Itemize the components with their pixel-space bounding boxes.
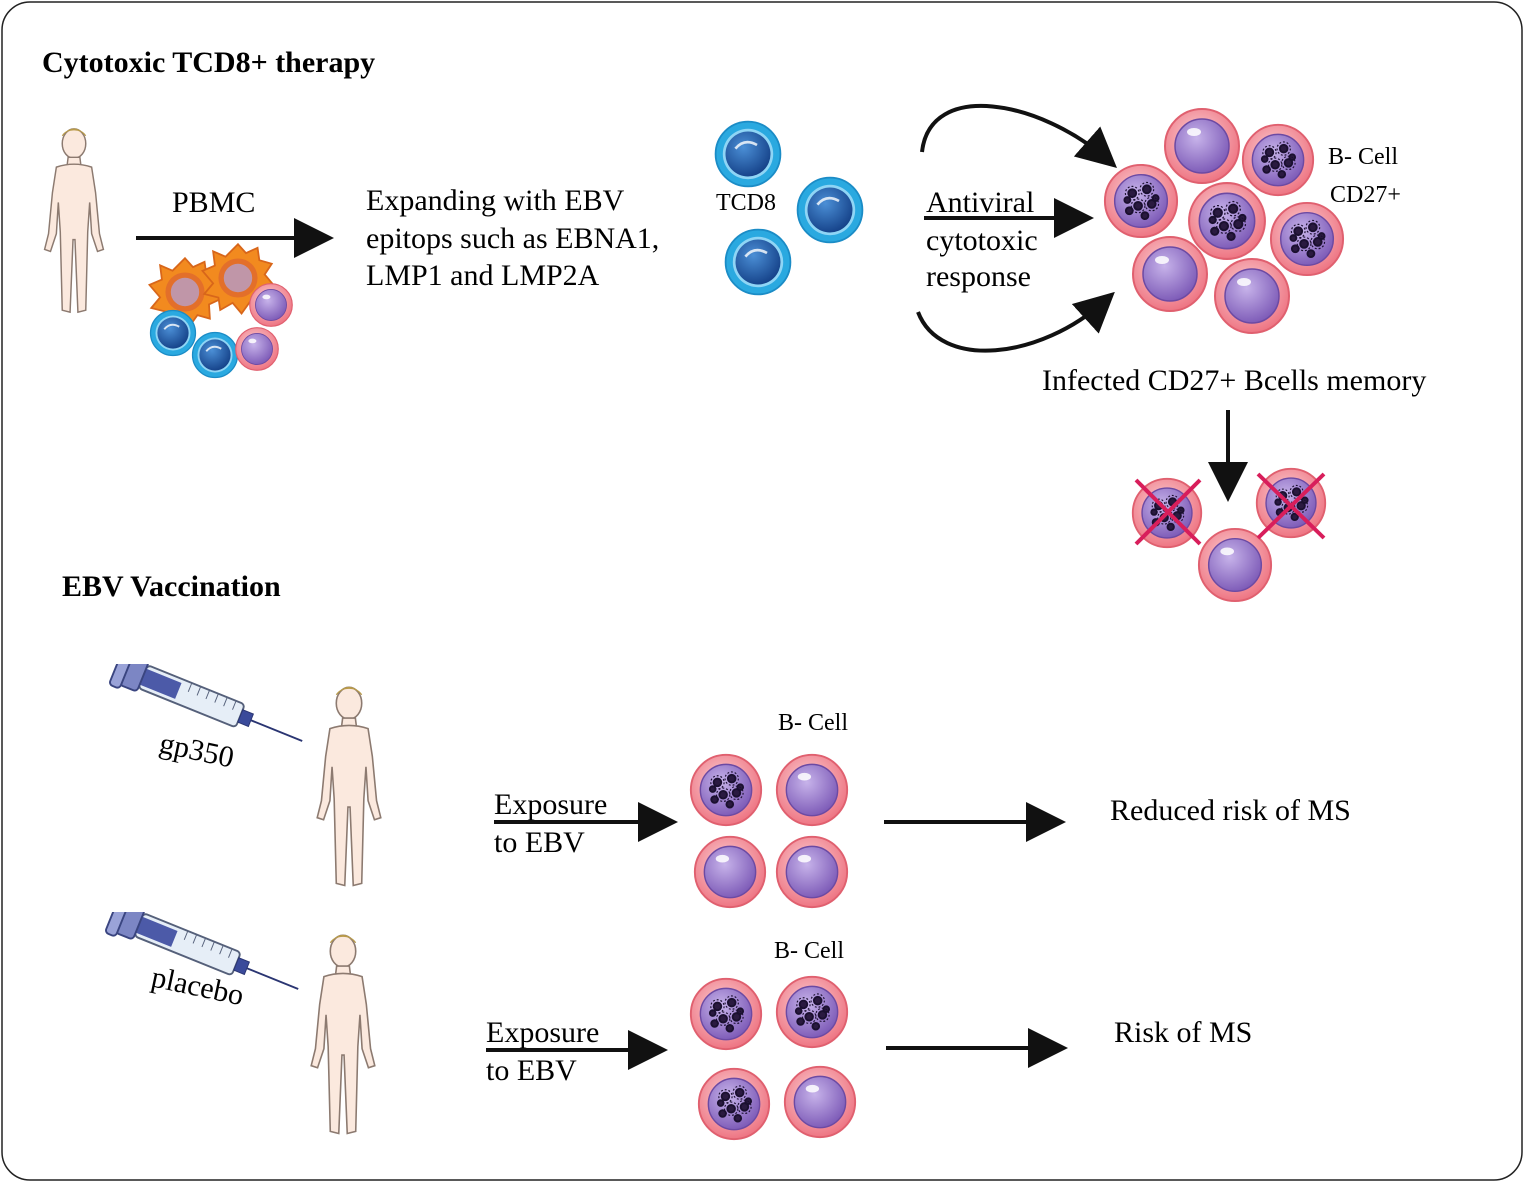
infected-label: Infected CD27+ Bcells memory	[1042, 364, 1426, 397]
pbmc-label: PBMC	[172, 186, 255, 219]
b-cell-icon	[1164, 108, 1240, 184]
b-cell-icon	[1132, 236, 1208, 312]
human-figure-icon	[316, 686, 382, 887]
killed-cells	[1131, 467, 1327, 603]
infected-b-cell-icon	[1269, 201, 1345, 277]
bcell-label: B- Cell	[1328, 144, 1398, 170]
b-cell-icon	[235, 327, 279, 371]
antiviral-line-1: Antiviral	[926, 186, 1034, 219]
antiviral-line-3: response	[926, 260, 1031, 293]
exposure-line-2-placebo: to EBV	[486, 1054, 577, 1087]
infected-b-cell-icon	[689, 977, 763, 1051]
human-figure-icon	[43, 128, 105, 313]
b-cell-icon	[775, 753, 849, 827]
outcome-vaccine: Reduced risk of MS	[1110, 794, 1351, 827]
curved-arrow-icon	[916, 291, 1115, 353]
t-cell-icon	[724, 228, 792, 296]
t-cell-icon	[149, 309, 197, 357]
antiviral-line-2: cytotoxic	[926, 224, 1038, 257]
b-cell-icon	[693, 835, 767, 909]
infected-b-cell-icon	[1188, 182, 1266, 260]
infected-b-cell-icon	[697, 1067, 771, 1141]
exposure-line-2: to EBV	[494, 826, 585, 859]
bcell-label-placebo: B- Cell	[774, 938, 844, 964]
cross-mark-icon	[1134, 478, 1202, 546]
t-cell-icon	[796, 176, 864, 244]
human-figure-icon	[310, 934, 376, 1135]
expanding-line-1: Expanding with EBV	[366, 184, 625, 217]
t-cell-icon	[191, 331, 239, 379]
b-cell-icon	[249, 283, 293, 327]
bcell-label-vaccine: B- Cell	[778, 710, 848, 736]
b-cell-icon	[1197, 527, 1273, 603]
exposure-line-1-placebo: Exposure	[486, 1016, 599, 1049]
section2-title: EBV Vaccination	[62, 570, 281, 603]
section1-title: Cytotoxic TCD8+ therapy	[42, 46, 375, 79]
b-cell-icon	[775, 835, 849, 909]
expanding-line-2: epitops such as EBNA1,	[366, 222, 659, 255]
outcome-placebo: Risk of MS	[1114, 1016, 1252, 1049]
curved-arrow-icon	[920, 104, 1118, 168]
cd27-label: CD27+	[1330, 182, 1401, 208]
infected-b-cell-icon	[1103, 163, 1179, 239]
b-cell-icon	[783, 1065, 857, 1139]
infected-b-cell-icon	[775, 975, 849, 1049]
cross-mark-icon	[1256, 472, 1326, 540]
placebo-b-cells	[689, 975, 857, 1141]
pbmc-cells	[148, 243, 293, 379]
t-cell-icon	[714, 120, 782, 188]
infected-b-cell-cluster	[1103, 108, 1345, 334]
expanding-line-3: LMP1 and LMP2A	[366, 259, 600, 292]
b-cell-icon	[1214, 258, 1290, 334]
vaccine-b-cells	[689, 753, 849, 909]
vaccine-label: gp350	[157, 727, 237, 775]
exposure-line-1: Exposure	[494, 788, 607, 821]
tcd8-label: TCD8	[716, 190, 776, 216]
infected-b-cell-icon	[1241, 123, 1315, 197]
infected-b-cell-icon	[689, 753, 763, 827]
